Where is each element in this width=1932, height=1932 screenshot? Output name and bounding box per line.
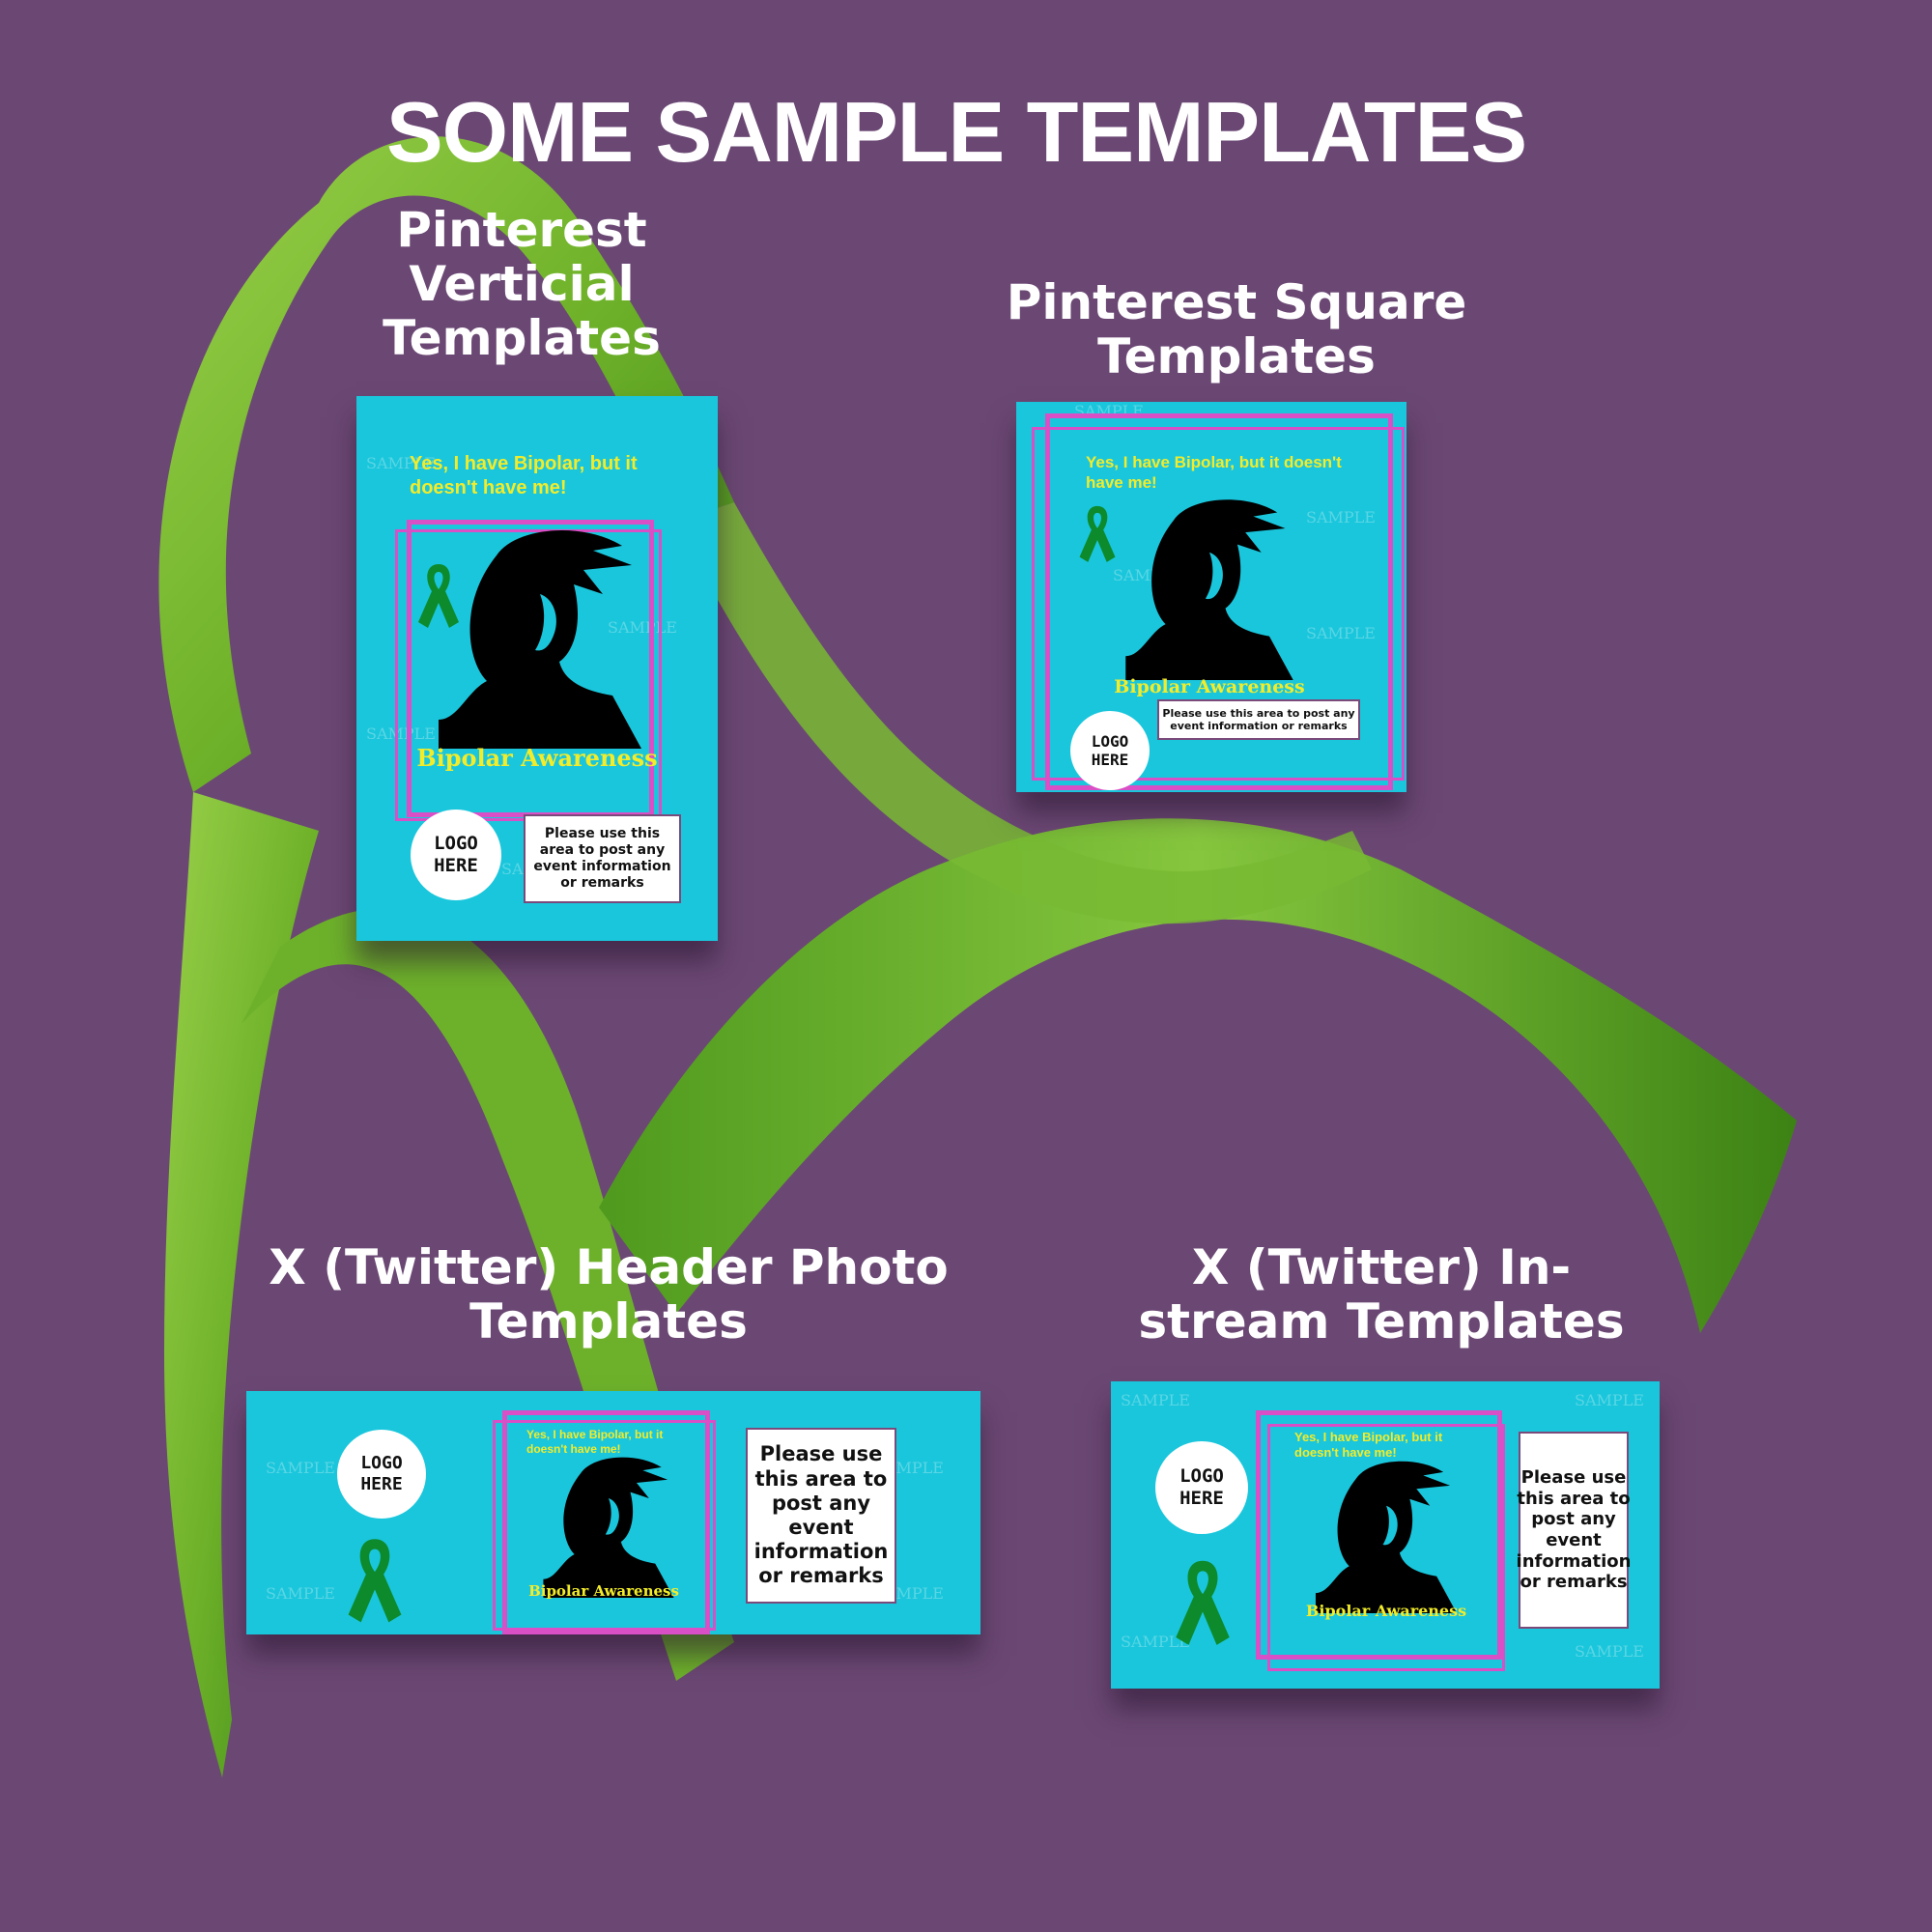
- watermark: SAMPLE: [1306, 624, 1376, 642]
- logo-line: LOGO: [434, 833, 478, 855]
- label-line: Pinterest Square: [1006, 274, 1467, 330]
- label-line: Templates: [469, 1293, 748, 1350]
- logo-line: LOGO: [1091, 731, 1129, 751]
- template-pinterest-vertical[interactable]: SAMPLE SAMPLE SAMPLE SAMPLE Yes, I have …: [356, 396, 718, 941]
- awareness-ribbon-icon: [348, 1539, 402, 1623]
- woman-silhouette-icon: [543, 1457, 674, 1598]
- section-label-instream: X (Twitter) In- stream Templates: [1092, 1240, 1671, 1349]
- logo-line: LOGO: [1179, 1465, 1224, 1488]
- logo-line: HERE: [360, 1474, 403, 1494]
- awareness-title: Bipolar Awareness: [1305, 1602, 1467, 1620]
- decorative-frame: [1267, 1424, 1505, 1671]
- tagline: Yes, I have Bipolar, but it doesn't have…: [1086, 453, 1342, 493]
- info-box[interactable]: Please use this area to post any event i…: [1517, 1432, 1631, 1629]
- label-line: Templates: [1097, 328, 1376, 384]
- woman-silhouette-icon: [1125, 499, 1293, 680]
- section-label-header: X (Twitter) Header Photo Templates: [222, 1240, 995, 1349]
- watermark: SAMPLE: [266, 1584, 335, 1603]
- watermark: SAMPLE: [1575, 1391, 1644, 1409]
- watermark: SAMPLE: [366, 454, 436, 472]
- tagline: Yes, I have Bipolar, but it doesn't have…: [1294, 1430, 1443, 1461]
- watermark: SAMPLE: [1575, 1642, 1644, 1661]
- watermark: SAMPLE: [1121, 1391, 1190, 1409]
- awareness-ribbon-icon: [1176, 1560, 1230, 1645]
- label-line: stream Templates: [1138, 1293, 1625, 1350]
- label-line: Pinterest: [396, 202, 647, 258]
- info-box[interactable]: Please use this area to post any event i…: [524, 814, 681, 903]
- decorative-frame: [502, 1410, 710, 1634]
- tagline: Yes, I have Bipolar, but it doesn't have…: [526, 1428, 664, 1456]
- logo-line: LOGO: [360, 1453, 403, 1474]
- decorative-frame: [493, 1420, 716, 1631]
- watermark: SAMPLE: [1121, 1633, 1190, 1651]
- page-title: SOME SAMPLE TEMPLATES: [385, 84, 1527, 180]
- woman-silhouette-icon: [1315, 1461, 1458, 1613]
- section-label-vertical: Pinterest Verticial Templates: [328, 203, 715, 365]
- logo-line: HERE: [1179, 1488, 1224, 1509]
- awareness-title: Bipolar Awareness: [1114, 676, 1305, 697]
- awareness-title: Bipolar Awareness: [416, 744, 658, 772]
- section-label-square: Pinterest Square Templates: [966, 275, 1507, 384]
- awareness-title: Bipolar Awareness: [528, 1582, 679, 1600]
- woman-silhouette-icon: [439, 529, 641, 749]
- awareness-ribbon-icon: [418, 564, 459, 628]
- decorative-frame: [1256, 1410, 1502, 1660]
- decorative-frame: [1045, 413, 1393, 790]
- watermark: SAMPLE: [366, 724, 436, 743]
- label-line: X (Twitter) In-: [1191, 1239, 1572, 1295]
- label-line: Verticial: [409, 256, 635, 312]
- info-box[interactable]: Please use this area to post any event i…: [1157, 699, 1360, 740]
- watermark: SAMPLE: [1306, 508, 1376, 526]
- logo-line: HERE: [1091, 751, 1129, 769]
- logo-line: HERE: [434, 855, 478, 876]
- template-pinterest-square[interactable]: SAMPLE SAMPLE SAMPLE SAMPLE Yes, I have …: [1016, 402, 1406, 792]
- label-line: X (Twitter) Header Photo: [269, 1239, 949, 1295]
- info-box[interactable]: Please use this area to post any event i…: [746, 1428, 896, 1604]
- watermark: SAMPLE: [266, 1459, 335, 1477]
- tagline: Yes, I have Bipolar, but it doesn't have…: [410, 453, 638, 498]
- decorative-frame: [1032, 427, 1405, 781]
- awareness-ribbon-icon: [1079, 505, 1116, 562]
- label-line: Templates: [383, 310, 661, 366]
